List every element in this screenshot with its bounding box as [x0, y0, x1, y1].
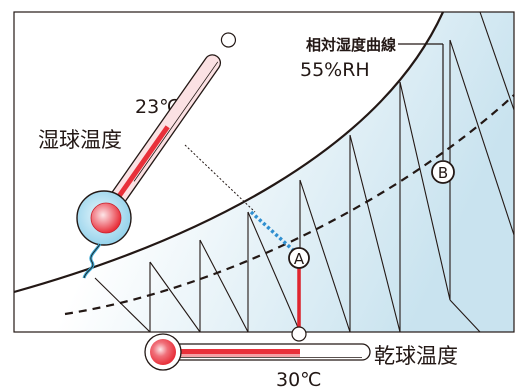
dry-bulb-axis-marker: [291, 326, 307, 342]
sawtooth-line-3: [199, 212, 249, 332]
chart-frame: [13, 11, 515, 333]
point-a: A: [288, 247, 310, 269]
wet-bulb-guide-line: [184, 144, 256, 213]
sawtooth-line-4: [247, 180, 301, 332]
chart-area: [13, 11, 515, 333]
wet-bulb-thermometer-icon: [76, 32, 237, 279]
sawtooth-line-2: [149, 240, 201, 332]
humid-region: [14, 12, 514, 332]
sawtooth-line-8: [449, 39, 514, 236]
wet-bulb-scale-line: [133, 61, 219, 182]
curve-rh: 55%RH: [300, 59, 370, 81]
point-b-label: B: [438, 164, 448, 182]
wet-bulb-mercury: [108, 125, 170, 211]
point-b-circle: [431, 160, 455, 184]
relative-humidity-curve: [64, 94, 515, 316]
wet-bulb-label: 湿球温度: [38, 128, 122, 152]
sawtooth-line-9: [479, 12, 514, 111]
point-a-circle: [288, 247, 310, 269]
dry-bulb-bulb: [150, 339, 176, 365]
point-a-label: A: [294, 250, 305, 268]
sawtooth-line-10: [449, 299, 481, 332]
curve-title: 相対湿度曲線: [306, 36, 396, 54]
dry-bulb-mercury: [166, 349, 300, 354]
wet-bulb-blue-dotted-line: [249, 210, 295, 252]
dry-bulb-thermometer-icon: [144, 333, 371, 371]
wet-bulb-bulb: [90, 202, 122, 234]
dry-bulb-value: 30℃: [276, 369, 322, 390]
dry-bulb-mercury-pink: [180, 354, 300, 357]
sawtooth-line-5: [299, 135, 351, 332]
dry-bulb-label: 乾球温度: [374, 344, 458, 368]
sawtooth-line-1: [94, 262, 151, 332]
wet-bulb-wick-tail-outline: [83, 243, 101, 279]
wet-bulb-top-ring: [220, 32, 237, 48]
point-b: B: [431, 160, 455, 184]
